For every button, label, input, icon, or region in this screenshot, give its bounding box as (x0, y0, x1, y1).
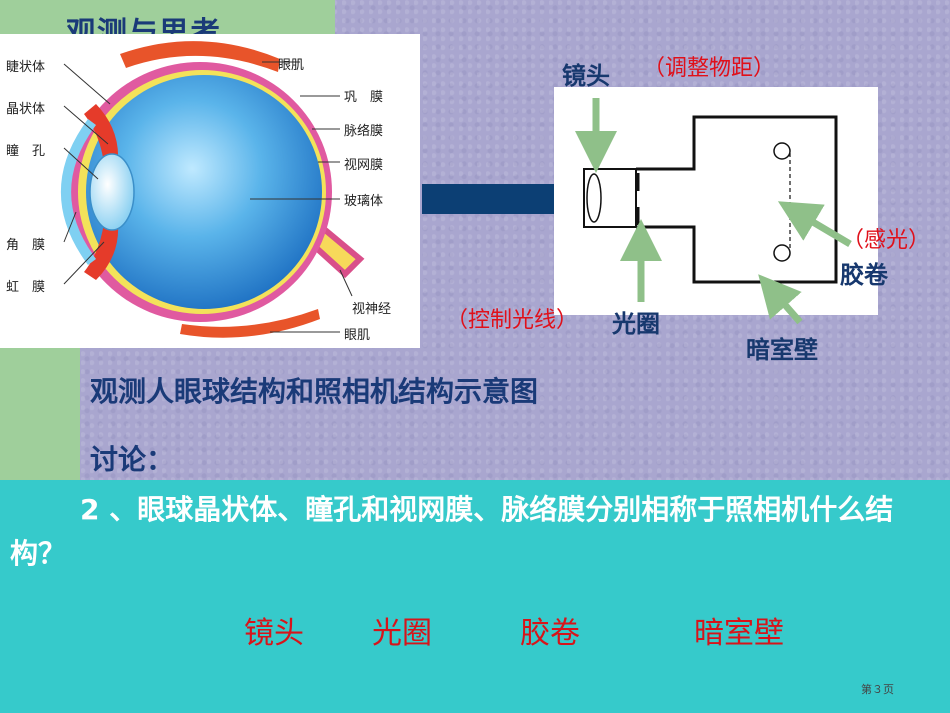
label-retina: 视网膜 (344, 158, 384, 173)
question-panel: 2 、眼球晶状体、瞳孔和视网膜、脉络膜分别相称于照相机什么结构？ 镜头 光圈 胶… (0, 480, 950, 713)
camera-dark-chamber-label: 暗室壁 (746, 336, 818, 364)
answer-aperture: 光圈 (372, 616, 432, 651)
camera-lens-note: （调整物距） (643, 56, 776, 81)
ciliary-body-top (84, 104, 119, 164)
ciliary-body-bottom (84, 222, 119, 280)
camera-body-outline (636, 115, 838, 284)
camera-illustration (583, 115, 838, 284)
camera-film-note: （感光） (842, 228, 931, 253)
diagram-caption: 观测人眼球结构和照相机结构示意图 (90, 375, 539, 408)
question-text: 2 、眼球晶状体、瞳孔和视网膜、脉络膜分别相称于照相机什么结构？ (10, 493, 894, 570)
camera-aperture-label: 光圈 (612, 310, 660, 338)
diagram-connector-bar (422, 184, 554, 214)
lens-tube (583, 168, 637, 228)
label-choroid: 脉络膜 (344, 124, 384, 139)
eye-muscle-top-shape (120, 41, 280, 72)
lens-shape (89, 153, 135, 231)
label-pupil: 瞳 孔 (6, 144, 46, 159)
label-eye-muscle-bottom: 眼肌 (344, 328, 371, 343)
answer-lens: 镜头 (244, 616, 304, 651)
label-ciliary-body: 睫状体 (6, 60, 46, 75)
eye-diagram: 睫状体 晶状体 瞳 孔 角 膜 虹 膜 眼肌 巩 膜 脉络膜 视网膜 玻璃体 视… (0, 34, 420, 348)
label-vitreous: 玻璃体 (344, 194, 384, 209)
label-optic-nerve: 视神经 (352, 302, 392, 317)
cornea-shape (61, 119, 97, 265)
lens-element (586, 173, 602, 223)
label-iris: 虹 膜 (6, 280, 46, 295)
answer-dark-chamber: 暗室壁 (694, 616, 784, 651)
eyeball-illustration (61, 41, 365, 338)
camera-film-label: 胶卷 (840, 261, 888, 289)
page-number: 第３页 (861, 683, 894, 696)
vitreous-body (86, 75, 322, 309)
camera-diagram (554, 87, 878, 315)
camera-aperture-note: （控制光线） (446, 308, 579, 333)
label-sclera: 巩 膜 (344, 90, 384, 105)
film-roller-top (773, 142, 791, 160)
camera-lens-label: 镜头 (562, 62, 610, 90)
eye-muscle-bottom-shape (180, 309, 320, 338)
label-lens: 晶状体 (6, 102, 46, 117)
top-decor-band (0, 0, 335, 36)
answer-film: 胶卷 (520, 616, 580, 651)
label-cornea: 角 膜 (6, 238, 46, 253)
discussion-label: 讨论： (90, 443, 175, 476)
label-eye-muscle-top: 眼肌 (278, 58, 305, 73)
film-roller-bottom (773, 244, 791, 262)
